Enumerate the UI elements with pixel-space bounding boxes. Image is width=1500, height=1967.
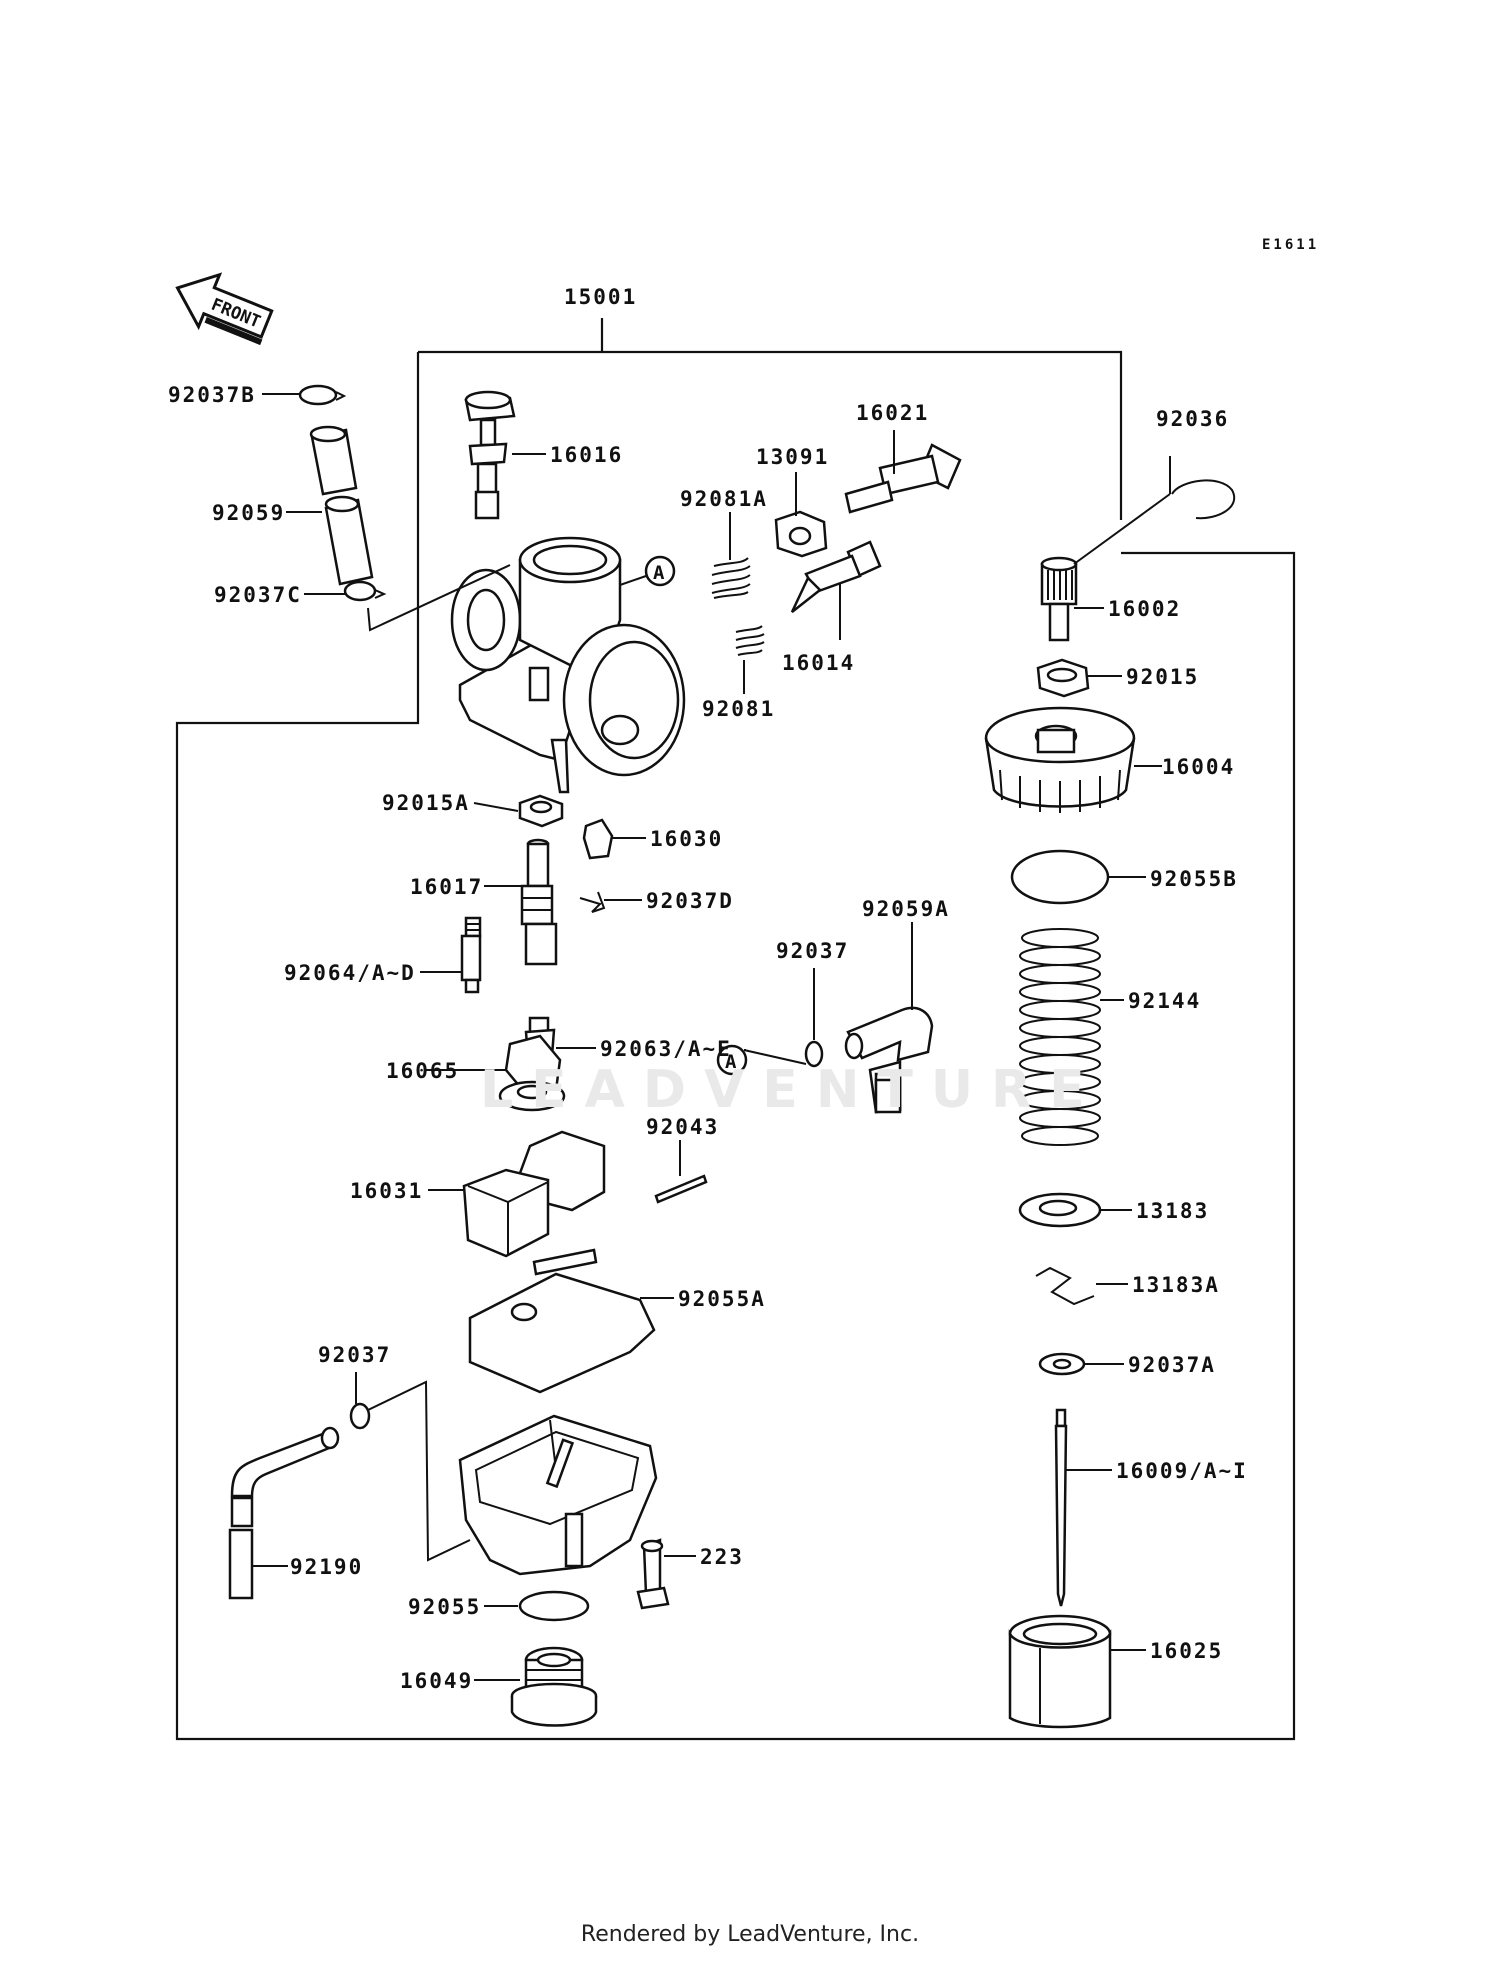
label-13091: 13091 xyxy=(756,445,829,469)
spring-92081-icon xyxy=(735,625,765,656)
adjuster-16002-icon xyxy=(1040,556,1078,642)
o-ring-92055-icon xyxy=(518,1590,590,1622)
label-92037d: 92037D xyxy=(646,889,734,913)
leader-lines xyxy=(252,393,1171,1681)
e-clip-92037a-icon xyxy=(1038,1352,1086,1376)
label-92059: 92059 xyxy=(212,501,285,525)
label-92055a: 92055A xyxy=(678,1287,766,1311)
label-92055b: 92055B xyxy=(1150,867,1238,891)
o-ring-92055b-icon xyxy=(1010,849,1110,905)
label-92037-lower: 92037 xyxy=(318,1343,391,1367)
carburetor-body-icon xyxy=(450,536,686,794)
watermark: LEADVENTURE xyxy=(480,1060,1103,1120)
assembly-frame xyxy=(175,318,1296,1741)
label-16021: 16021 xyxy=(856,401,929,425)
label-92081: 92081 xyxy=(702,697,775,721)
nut-92015a-icon xyxy=(518,794,564,828)
label-92037b: 92037B xyxy=(168,383,256,407)
clip-92037c-icon xyxy=(343,580,387,602)
label-92036: 92036 xyxy=(1156,407,1229,431)
screw-16014-icon xyxy=(790,540,882,613)
jet-16030-icon xyxy=(582,818,614,860)
label-92064: 92064/A~D xyxy=(284,961,416,985)
label-92190: 92190 xyxy=(290,1555,363,1579)
label-16031: 16031 xyxy=(350,1179,423,1203)
hose-92059a-icon xyxy=(844,1006,934,1114)
clip-92037b-icon xyxy=(298,384,347,406)
screw-16021-icon xyxy=(844,443,962,514)
label-16014: 16014 xyxy=(782,651,855,675)
leader-92037c-body xyxy=(367,564,511,632)
label-223: 223 xyxy=(700,1545,744,1569)
label-16049: 16049 xyxy=(400,1669,473,1693)
spring-92144-icon xyxy=(1019,928,1101,1146)
label-16017: 16017 xyxy=(410,875,483,899)
label-16004: 16004 xyxy=(1162,755,1235,779)
label-92059a: 92059A xyxy=(862,897,950,921)
label-13183: 13183 xyxy=(1136,1199,1209,1223)
callout-a-upper: A xyxy=(619,555,676,587)
label-92037-upper: 92037 xyxy=(776,939,849,963)
screw-223-icon xyxy=(636,1538,670,1610)
label-92037c: 92037C xyxy=(214,583,302,607)
front-arrow-icon: FRONT xyxy=(175,272,274,346)
pin-92043-icon xyxy=(654,1174,708,1204)
label-16002: 16002 xyxy=(1108,597,1181,621)
label-92015: 92015 xyxy=(1126,665,1199,689)
label-92055: 92055 xyxy=(408,1595,481,1619)
spring-92081a-icon xyxy=(711,557,751,599)
hose-92059-icon xyxy=(309,425,374,586)
cap-16004-icon xyxy=(984,706,1136,813)
nut-92015-icon xyxy=(1036,658,1090,698)
label-16016: 16016 xyxy=(550,443,623,467)
clip-13183a-icon xyxy=(1035,1266,1095,1306)
label-92063: 92063/A~E xyxy=(600,1037,732,1061)
circlip-92036-icon xyxy=(1171,479,1236,520)
gasket-92055a-icon xyxy=(468,1272,656,1394)
part-16065-icon xyxy=(498,1034,566,1112)
label-16009: 16009/A~I xyxy=(1116,1459,1248,1483)
plug-16049-icon xyxy=(510,1646,598,1727)
float-16031-icon xyxy=(462,1130,606,1276)
callout-a-upper-letter: A xyxy=(653,562,665,584)
clip-92037-lower-icon xyxy=(349,1402,371,1430)
label-13183a: 13183A xyxy=(1132,1273,1220,1297)
clip-92037-upper-icon xyxy=(804,1040,824,1068)
callout-a-lower: A xyxy=(716,1044,807,1076)
footer-credit: Rendered by LeadVenture, Inc. xyxy=(580,1922,920,1947)
hose-92190-icon xyxy=(228,1426,340,1600)
screw-16016-icon xyxy=(464,390,516,520)
needle-jet-16017-icon xyxy=(520,838,558,966)
needle-16009-icon xyxy=(1054,1408,1068,1607)
label-16065: 16065 xyxy=(386,1059,459,1083)
label-92037a: 92037A xyxy=(1128,1353,1216,1377)
label-16030: 16030 xyxy=(650,827,723,851)
throttle-valve-16025-icon xyxy=(1008,1614,1112,1729)
pilot-jet-92064-icon xyxy=(460,916,482,994)
label-92043: 92043 xyxy=(646,1115,719,1139)
leader-bowl-hose xyxy=(367,1380,471,1562)
float-bowl-icon xyxy=(458,1414,658,1576)
nut-13091-icon xyxy=(774,510,828,558)
label-16025: 16025 xyxy=(1150,1639,1223,1663)
callout-a-lower-letter: A xyxy=(725,1051,737,1073)
label-92081a: 92081A xyxy=(680,487,768,511)
clip-92037d-icon xyxy=(579,891,606,913)
label-15001: 15001 xyxy=(564,285,637,309)
diagram-code: E1611 xyxy=(1262,237,1319,253)
label-92015a: 92015A xyxy=(382,791,470,815)
washer-13183-icon xyxy=(1018,1192,1102,1228)
label-92144: 92144 xyxy=(1128,989,1201,1013)
